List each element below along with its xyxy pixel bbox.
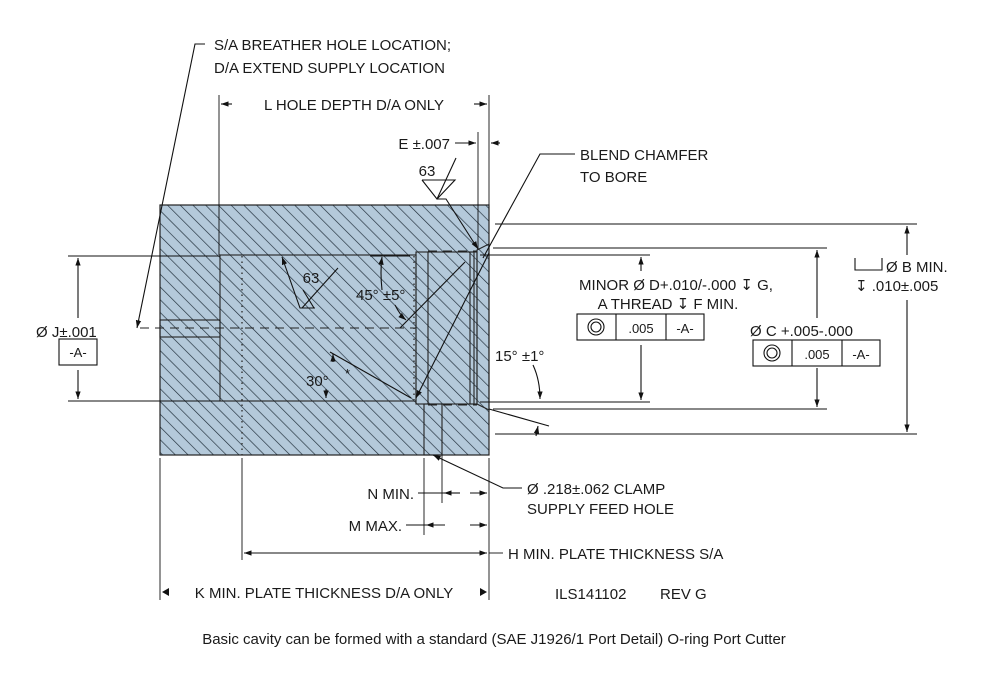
k-dim: K MIN. PLATE THICKNESS D/A ONLY (162, 585, 487, 602)
blend-label-2: TO BORE (580, 169, 647, 186)
angle-15: 15° ±1° (488, 348, 550, 437)
hole-depth-label: L HOLE DEPTH D/A ONLY (264, 97, 444, 114)
m-max-label: M MAX. (349, 518, 402, 535)
e-dim: E ±.007 (398, 132, 500, 250)
frame-d-datum: -A- (676, 321, 693, 336)
caption: Basic cavity can be formed with a standa… (202, 631, 786, 648)
surface-finish-bore-icon (301, 267, 339, 309)
counterbore-icon (854, 258, 883, 271)
angle-15-label: 15° ±1° (495, 348, 544, 365)
minor-d-label-2: A THREAD ↧ F MIN. (598, 296, 739, 313)
frame-d-tolerance: .005 (628, 321, 653, 336)
clamp-label-2: SUPPLY FEED HOLE (527, 501, 674, 518)
datum-a-box (58, 338, 98, 366)
b-diameter-label: Ø B MIN. (886, 259, 948, 276)
e-tolerance-label: E ±.007 (398, 136, 450, 153)
finish-value-top: 63 (419, 163, 436, 180)
breather-label-1: S/A BREATHER HOLE LOCATION; (214, 37, 451, 54)
clamp-callout: Ø .218±.062 CLAMP SUPPLY FEED HOLE (432, 454, 674, 518)
finish-value-bore: 63 (303, 270, 320, 287)
part-number: ILS141102 (555, 586, 626, 603)
n-min-label: N MIN. (367, 486, 414, 503)
b-dim: Ø B MIN. ↧ .010±.005 (495, 223, 948, 435)
j-dim: Ø J±.001 -A- (36, 255, 220, 402)
surface-finish-icon (421, 179, 457, 200)
j-diameter-label: Ø J±.001 (36, 324, 97, 341)
frame-c-tolerance: .005 (804, 347, 829, 362)
revision: REV G (660, 586, 707, 603)
title-block: ILS141102 REV G (555, 586, 707, 603)
angle-30-note: * (345, 366, 350, 381)
plate-section-hatch (159, 204, 490, 456)
chamfer (476, 243, 490, 411)
frame-c-datum: -A- (852, 347, 869, 362)
concentricity-icon (587, 318, 605, 336)
angle-30: 30° * (306, 351, 412, 399)
n-m-dims: N MIN. M MAX. (159, 455, 490, 600)
datum-a-label: -A- (69, 345, 86, 360)
angle-45: 45° ±5° (356, 255, 466, 329)
c-dim: Ø C +.005-.000 .005 -A- (493, 247, 881, 410)
h-min-label: H MIN. PLATE THICKNESS S/A (508, 546, 723, 563)
c-diameter-label: Ø C +.005-.000 (750, 323, 853, 340)
angle-45-label: 45° ±5° (356, 287, 405, 304)
blend-label-1: BLEND CHAMFER (580, 147, 709, 164)
concentricity-icon (763, 344, 781, 362)
minor-d-label-1: MINOR Ø D+.010/-.000 ↧ G, (579, 277, 773, 294)
minor-d-dim: MINOR Ø D+.010/-.000 ↧ G, A THREAD ↧ F M… (480, 254, 773, 403)
bore-finish: 63 (281, 256, 339, 309)
b-depth-label: ↧ .010±.005 (855, 278, 938, 295)
hole-depth-dim: L HOLE DEPTH D/A ONLY (218, 95, 490, 205)
feature-control-frame-d: .005 -A- (576, 313, 705, 341)
h-dim: H MIN. PLATE THICKNESS S/A (244, 546, 723, 563)
angle-30-label: 30° (306, 373, 329, 390)
blend-chamfer-callout: BLEND CHAMFER TO BORE (482, 147, 709, 259)
surface-finish-top: 63 (419, 157, 479, 250)
clamp-label-1: Ø .218±.062 CLAMP (527, 481, 665, 498)
k-min-label: K MIN. PLATE THICKNESS D/A ONLY (195, 585, 453, 602)
part-section (140, 204, 490, 456)
feature-control-frame-c: .005 -A- (752, 339, 881, 367)
breather-label-2: D/A EXTEND SUPPLY LOCATION (214, 60, 445, 77)
breather-callout: S/A BREATHER HOLE LOCATION; D/A EXTEND S… (135, 37, 451, 329)
